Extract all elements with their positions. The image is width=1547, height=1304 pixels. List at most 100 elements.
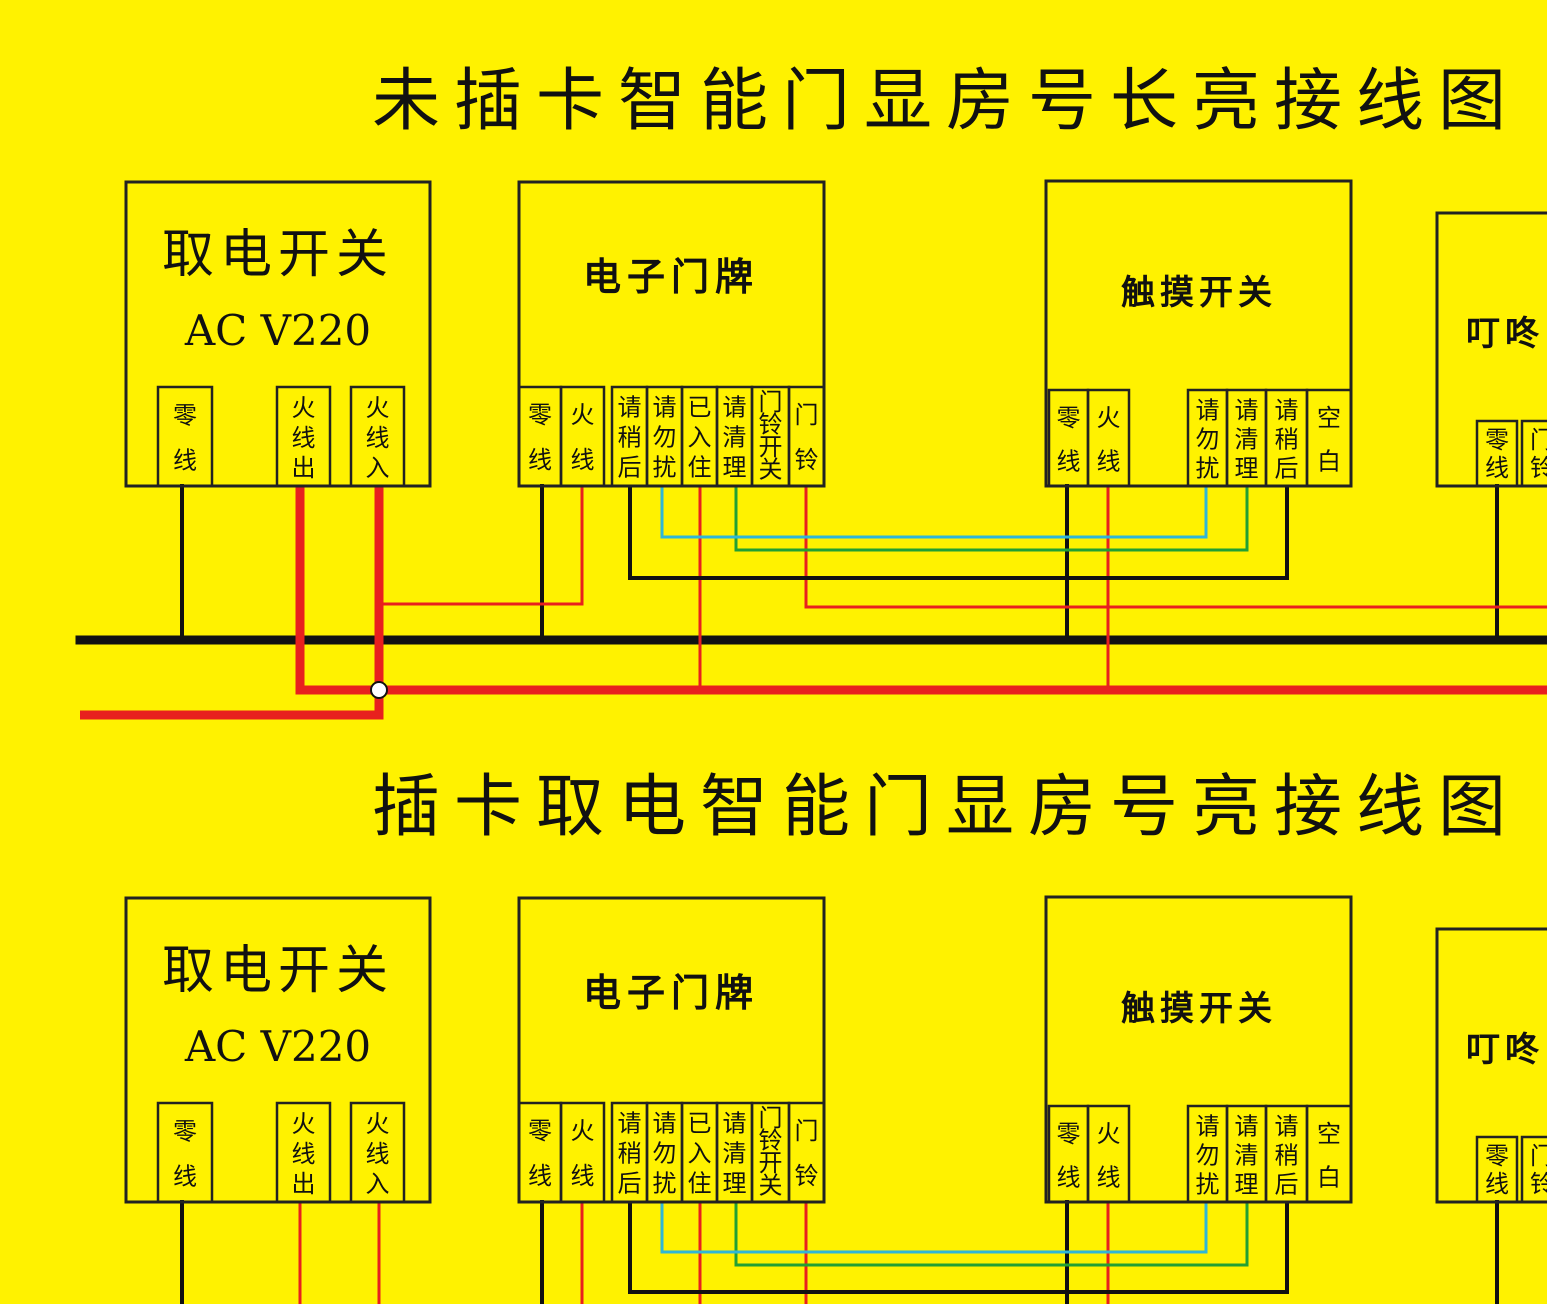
sec1-power-switch-pin-box-1 [275,385,332,488]
sec1-touch-switch-pin-3-char: 理 [1235,455,1259,483]
sec1-live-bus [295,486,1547,695]
sec1-power-switch-pin-box-0 [156,385,214,488]
sec1-door-plate-pin-6-char: 门 [759,388,783,416]
sec2-door-plate-pin-1-char: 线 [571,1162,595,1190]
sec1-door-plate-pin-7-char: 门 [795,401,819,429]
sec1-power-switch-pin-1-char: 出 [292,454,316,482]
sec1-door-plate-pin-5-char: 清 [723,424,747,452]
sec1-please-wait-wire [628,486,1289,580]
sec1-doorbell-pin-0-char: 零 [1485,426,1509,454]
sec2-touch-switch-pin-1-char: 火 [1097,1120,1121,1148]
sec1-door-plate-pin-3-char: 勿 [653,424,677,452]
sec1-door-plate-pin-box-1 [559,385,606,488]
sec2-door-plate-pin-box-7 [787,1101,826,1204]
sec2-touch-switch-pin-2-char: 扰 [1196,1171,1220,1199]
sec1-power-switch-pin-1-char: 火 [292,394,316,422]
sec1-touch-switch-pin-0-char: 零 [1057,404,1081,432]
sec2-power-switch-pin-0-char: 零 [173,1118,197,1146]
sec2-power-switch-pin-1-char: 出 [292,1170,316,1198]
sec2-door-plate-pin-1: 火线 [571,1117,595,1190]
sec2-touch-switch-pin-3-char: 清 [1235,1142,1259,1170]
sec2-power-switch-pin-1-char: 线 [292,1140,316,1168]
sec2-touch-switch-pin-4-char: 后 [1275,1171,1299,1199]
sec1-touch-switch-pin-2-char: 勿 [1196,426,1220,454]
sec2-door-plate-pin-2-char: 请 [618,1110,642,1138]
sec2-door-plate-pin-1-char: 火 [571,1117,595,1145]
sec1-touch-switch-pin-3-char: 请 [1235,397,1259,425]
sec2-power-switch-pin-box-1 [275,1101,332,1204]
sec2-power-switch-pin-2-char: 火 [366,1110,390,1138]
sec2-door-plate-name: 电子门牌 [583,970,759,1015]
sec2-door-plate-pin-0-char: 零 [528,1117,552,1145]
sec2-door-plate-pin-5-char: 清 [723,1140,747,1168]
sec2-door-plate-pin-box-1 [559,1101,606,1204]
sec2-doorbell-pin-0: 零线 [1485,1142,1509,1198]
sec2-door-plate-pin-5: 请清理 [723,1110,747,1198]
sec1-door-plate-pin-5: 请清理 [723,394,747,482]
sec1-door-plate-pin-2-char: 后 [618,454,642,482]
sec1-door-plate-pin-3: 请勿扰 [653,394,677,482]
sec2-door-plate-pin-6-char: 门 [759,1104,783,1132]
sec1-power-switch-pin-box-2 [349,385,406,488]
sec1-door-plate-pin-4-char: 入 [688,424,712,452]
sec1-touch-switch-pin-5: 空白 [1317,404,1341,476]
sec2-door-plate-pin-4-char: 已 [688,1110,712,1138]
sec1-title: 未插卡智能门显房号长亮接线图 [372,62,1520,141]
sec1-door-plate-pin-1-char: 火 [571,401,595,429]
sec2-touch-switch-pin-0: 零线 [1057,1120,1081,1192]
sec1-touch-switch-pin-4-char: 稍 [1275,426,1299,454]
sec2-doorbell-name: 叮咚 [1466,1030,1544,1070]
sec2-touch-switch-pin-4-char: 稍 [1275,1142,1299,1170]
sec2-touch-switch-pin-0-char: 线 [1057,1163,1081,1191]
sec1-doorbell-pin-box-1 [1520,419,1547,488]
sec2-doorbell-pin-box-1 [1520,1135,1547,1204]
sec1-doorbell-pin-1-char: 铃 [1530,454,1547,482]
sec2-touch-switch-pin-3-char: 请 [1235,1113,1259,1141]
sec2-door-plate-pin-3-char: 扰 [653,1170,677,1198]
sec1-touch-switch-pin-1: 火线 [1097,404,1121,476]
sec2-door-plate-pin-5-char: 理 [723,1170,747,1198]
sec1-doorbell-pin-1: 门铃 [1530,426,1547,482]
sec2-power-switch-pin-box-0 [156,1101,214,1204]
sec1-junction-dot [370,681,388,699]
sec2-touch-switch-pin-1-char: 线 [1097,1163,1121,1191]
sec2-clean-wire [734,1202,1249,1267]
sec1-power-switch-pin-2-char: 火 [366,394,390,422]
sec1-touch-switch-pin-5-char: 白 [1317,447,1341,475]
sec2-door-plate-pin-3: 请勿扰 [653,1110,677,1198]
sec1-door-plate-pin-5-char: 请 [723,394,747,422]
sec2-touch-switch-pin-0-char: 零 [1057,1120,1081,1148]
sec2-power-switch-pin-1: 火线出 [292,1110,316,1198]
sec1-door-plate-pin-4-char: 已 [688,394,712,422]
sec1-door-plate-pin-5-char: 理 [723,454,747,482]
sec1-touch-switch-pin-4-char: 后 [1275,455,1299,483]
sec1-power-switch-pin-2-char: 入 [366,454,390,482]
sec1-live-feed [80,486,384,720]
sec2-touch-switch-pin-5-char: 空 [1317,1120,1341,1148]
sec1-door-plate-pin-6-char: 铃 [759,411,783,439]
sec1-touch-switch-pin-3-char: 清 [1235,426,1259,454]
sec2-touch-switch-pin-4: 请稍后 [1275,1113,1299,1199]
sec2-door-plate-pin-4-char: 住 [688,1170,712,1198]
sec2-touch-switch-pin-2-char: 请 [1196,1113,1220,1141]
sec1-power-switch-rating: AC V220 [184,306,371,355]
sec1-doorbell-pin-0-char: 线 [1485,454,1509,482]
sec2-door-plate-pin-2: 请稍后 [618,1110,642,1198]
sec1-doorbell-name: 叮咚 [1466,314,1544,354]
sec2-power-switch-pin-2-char: 线 [366,1140,390,1168]
sec1-touch-switch-pin-box-5 [1305,388,1353,488]
sec2-touch-switch-pin-2: 请勿扰 [1196,1113,1220,1199]
sec1-door-plate-pin-2-char: 稍 [618,424,642,452]
sec1-door-plate-pin-6-char: 开 [759,433,783,461]
sec1-dnd-wire [660,486,1208,539]
sec1-door-plate-pin-0: 零线 [528,401,552,474]
sec2-door-plate-pin-2-char: 后 [618,1170,642,1198]
sec2-door-plate-pin-3-char: 请 [653,1110,677,1138]
sec1-door-plate-pin-3-char: 请 [653,394,677,422]
sec1-power-switch-name: 取电开关 [162,225,394,285]
sec2-power-switch-name: 取电开关 [162,941,394,1001]
sec1-touch-switch-pin-1-char: 火 [1097,404,1121,432]
sec2-touch-switch-name: 触摸开关 [1121,989,1277,1029]
sec1-touch-switch-pin-2: 请勿扰 [1196,397,1220,483]
